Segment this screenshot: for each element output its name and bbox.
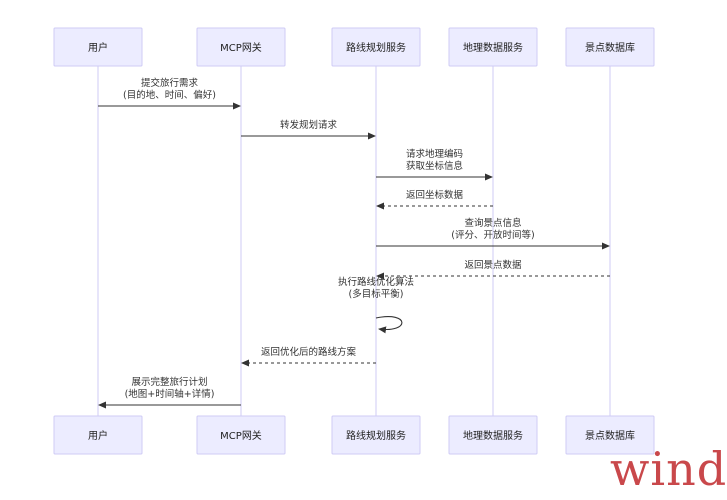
participant-label-geo-bottom: 地理数据服务	[463, 429, 523, 442]
participant-label-user-bottom: 用户	[88, 429, 108, 442]
participant-box-geo-bottom	[448, 415, 538, 455]
participant-box-user-bottom	[53, 415, 143, 455]
message-label-7-line-0: 返回优化后的路线方案	[261, 346, 357, 358]
message-label-4-line-0: 查询景点信息	[464, 217, 521, 229]
message-label-8-line-0: 展示完整旅行计划	[131, 376, 207, 388]
message-label-5-line-0: 返回景点数据	[464, 259, 522, 271]
participant-label-geo-top: 地理数据服务	[463, 41, 523, 54]
message-label-6-line-1: (多目标平衡)	[349, 288, 404, 300]
participant-box-poi-bottom	[565, 415, 655, 455]
participant-box-gateway-top	[196, 27, 286, 67]
message-arrow-6	[375, 316, 403, 334]
participant-label-poi-bottom: 景点数据库	[585, 429, 635, 442]
participant-label-route-bottom: 路线规划服务	[346, 429, 406, 442]
participant-box-user-top	[53, 27, 143, 67]
message-label-3-line-0: 返回坐标数据	[406, 189, 464, 201]
participant-label-gateway-bottom: MCP网关	[220, 429, 262, 442]
participants-top: 用户 MCP网关 路线规划服务 地理数据服务 景点数据库	[53, 27, 655, 67]
participant-label-route-top: 路线规划服务	[346, 41, 406, 54]
message-label-2-line-0: 请求地理编码	[406, 148, 463, 160]
message-label-2-line-1: 获取坐标信息	[406, 160, 463, 172]
participant-label-gateway-top: MCP网关	[220, 41, 262, 54]
participant-label-poi-top: 景点数据库	[585, 41, 635, 54]
participant-box-geo-top	[448, 27, 538, 67]
participant-box-gateway-bottom	[196, 415, 286, 455]
message-label-0-line-0: 提交旅行需求	[141, 77, 199, 89]
participants-bottom: 用户 MCP网关 路线规划服务 地理数据服务 景点数据库	[53, 415, 655, 455]
message-label-1-line-0: 转发规划请求	[280, 119, 338, 131]
participant-box-route-top	[331, 27, 421, 67]
message-label-6-line-0: 执行路线优化算法	[338, 276, 414, 288]
watermark-wind: wind	[610, 442, 727, 496]
message-label-8-line-1: (地图+时间轴+详情)	[125, 388, 215, 400]
message-label-0-line-1: (目的地、时间、偏好)	[123, 89, 216, 101]
lifelines	[97, 66, 611, 416]
message-label-4-line-1: (评分、开放时间等)	[451, 229, 534, 241]
participant-box-poi-top	[565, 27, 655, 67]
participant-label-user-top: 用户	[88, 41, 108, 54]
participant-box-route-bottom	[331, 415, 421, 455]
messages: 提交旅行需求(目的地、时间、偏好) 转发规划请求请求地理编码获取坐标信息返回坐标数…	[98, 77, 610, 409]
